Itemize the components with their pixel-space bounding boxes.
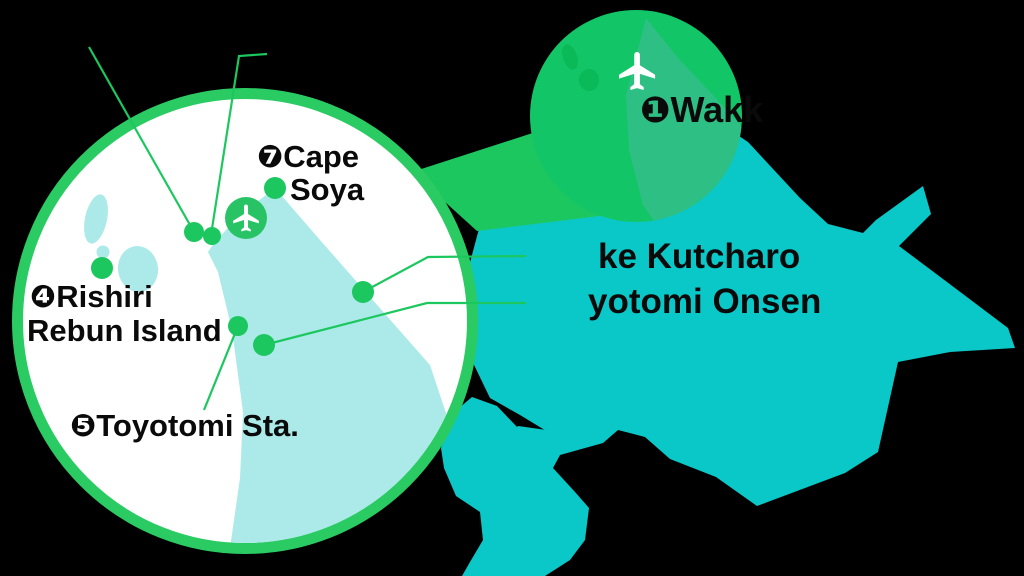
zoom-rebun-islet (562, 44, 578, 70)
leader-lines (88, 46, 527, 411)
magnifier-rebun-island (84, 194, 108, 244)
zoom-peninsula-highlight (626, 18, 742, 222)
label-cape-soya-line2: Soya (290, 172, 365, 207)
marker-dot-toyotomi-station (228, 316, 248, 336)
airport-badge (225, 197, 267, 239)
label-toyotomi-station: ❺Toyotomi Sta. (70, 408, 299, 443)
magnifier-rebun-islet-tip (96, 245, 110, 259)
hokkaido-wing-spike (505, 426, 597, 452)
leader-line-toyotomi-onsen (263, 301, 526, 347)
zoom-source-circle (530, 10, 742, 222)
leader-line-lake-kutcharo (362, 254, 527, 293)
marker-dot-rishiri-rebun (91, 257, 113, 279)
marker-dot-wakkanai-west (184, 222, 204, 242)
leader-line-toyotomi-station (202, 325, 240, 411)
offshore-islet (498, 328, 514, 344)
leader-line-ferry-east (209, 52, 268, 236)
zoom-rishiri-islet (579, 69, 599, 91)
label-rishiri-rebun-line1: ❹Rishiri (30, 279, 153, 314)
marker-dot-wakkanai-east (203, 227, 221, 245)
location-markers (91, 177, 374, 356)
marker-dot-cape-soya (264, 177, 286, 199)
marker-dot-lake-kutcharo (352, 281, 374, 303)
label-cape-soya-line1: ❼Cape (257, 139, 360, 174)
marker-dot-toyotomi-onsen (253, 334, 275, 356)
label-rishiri-rebun-line2: Rebun Island (27, 313, 222, 348)
label-wakkanai: ❶Wakk (640, 89, 764, 130)
magnifier-rishiri-island (117, 246, 159, 292)
label-toyotomi-onsen: yotomi Onsen (588, 282, 822, 321)
leader-line-ferry-west (88, 46, 195, 233)
label-lake-kutcharo: ke Kutcharo (598, 237, 801, 276)
